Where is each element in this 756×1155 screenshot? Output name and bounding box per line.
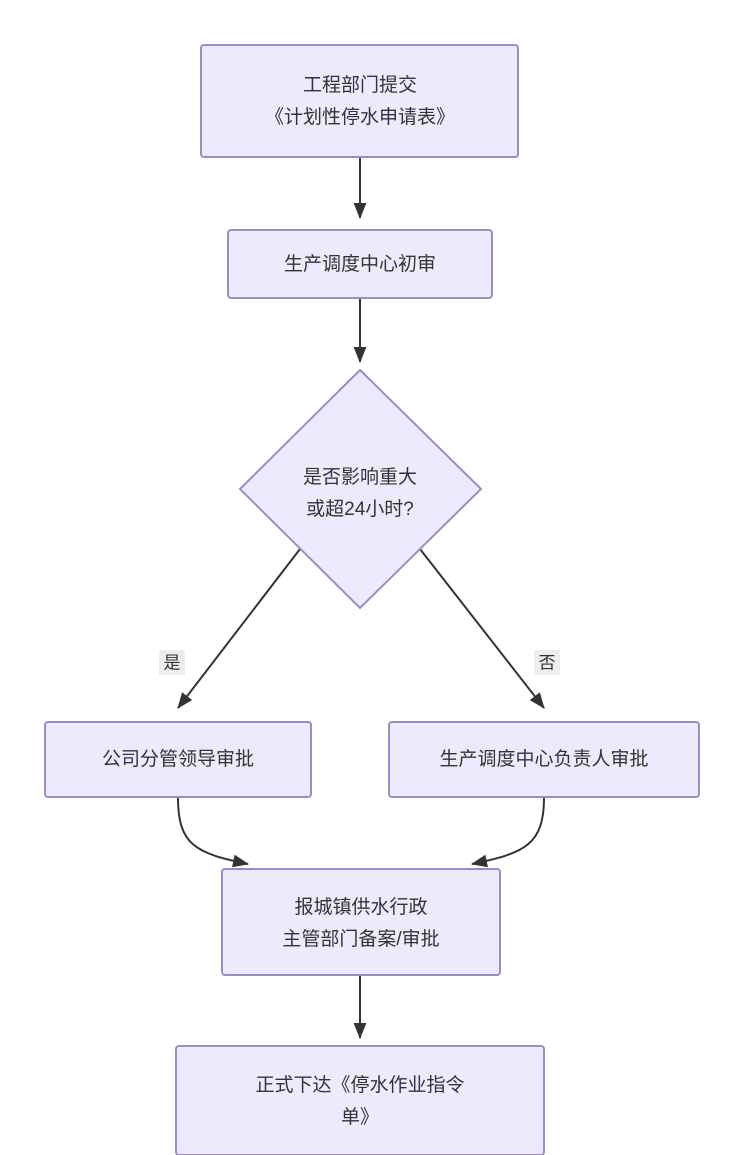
node-submit-application-line2: 《计划性停水申请表》: [265, 106, 455, 128]
node-dispatch-manager-approval-line1: 生产调度中心负责人审批: [439, 748, 648, 770]
edge-decision-no-to-manager: [419, 548, 545, 709]
node-company-leader-approval[interactable]: 公司分管领导审批: [44, 721, 312, 798]
edge-leader-to-report: [177, 796, 249, 868]
edge-label-yes-text: 是: [164, 653, 181, 672]
node-issue-shutdown-order-line2: 单》: [341, 1106, 379, 1128]
node-report-municipal-authority[interactable]: 报城镇供水行政 主管部门备案/审批: [221, 868, 501, 976]
node-report-municipal-authority-line1: 报城镇供水行政: [294, 896, 427, 918]
edge-label-no-bg: [534, 650, 560, 675]
node-issue-shutdown-order[interactable]: 正式下达《停水作业指令 单》: [175, 1045, 545, 1155]
node-layer: 工程部门提交 《计划性停水申请表》 生产调度中心初审 是否影响重大 或超24小时…: [44, 44, 700, 1155]
node-decision-impact[interactable]: 是否影响重大 或超24小时?: [238, 368, 483, 610]
edge-layer: [177, 157, 545, 1039]
node-decision-impact-line1: 是否影响重大: [303, 466, 417, 488]
node-report-municipal-authority-line2: 主管部门备案/审批: [282, 928, 439, 950]
node-dispatch-center-review-line1: 生产调度中心初审: [284, 253, 436, 275]
node-issue-shutdown-order-line1: 正式下达《停水作业指令: [255, 1074, 464, 1096]
node-submit-application-line1: 工程部门提交: [303, 74, 417, 96]
node-dispatch-center-review[interactable]: 生产调度中心初审: [227, 229, 493, 299]
node-dispatch-center-review-box[interactable]: [227, 229, 493, 299]
node-report-municipal-authority-box[interactable]: [221, 868, 501, 976]
node-dispatch-manager-approval-box[interactable]: [388, 721, 700, 798]
node-company-leader-approval-line1: 公司分管领导审批: [102, 748, 254, 770]
edge-manager-to-report: [471, 796, 545, 868]
edge-label-no: 否: [534, 650, 560, 675]
edge-label-layer: 是 否: [159, 650, 560, 675]
edge-label-yes: 是: [159, 650, 185, 675]
node-decision-impact-diamond[interactable]: [238, 368, 483, 610]
edge-decision-yes-to-leader: [177, 548, 301, 709]
node-submit-application[interactable]: 工程部门提交 《计划性停水申请表》: [200, 44, 519, 158]
node-decision-impact-line2: 或超24小时?: [306, 498, 414, 520]
node-company-leader-approval-box[interactable]: [44, 721, 312, 798]
node-dispatch-manager-approval[interactable]: 生产调度中心负责人审批: [388, 721, 700, 798]
edge-label-yes-bg: [159, 650, 185, 675]
node-issue-shutdown-order-box[interactable]: [175, 1045, 545, 1155]
node-submit-application-box[interactable]: [200, 44, 519, 158]
edge-label-no-text: 否: [539, 653, 556, 672]
